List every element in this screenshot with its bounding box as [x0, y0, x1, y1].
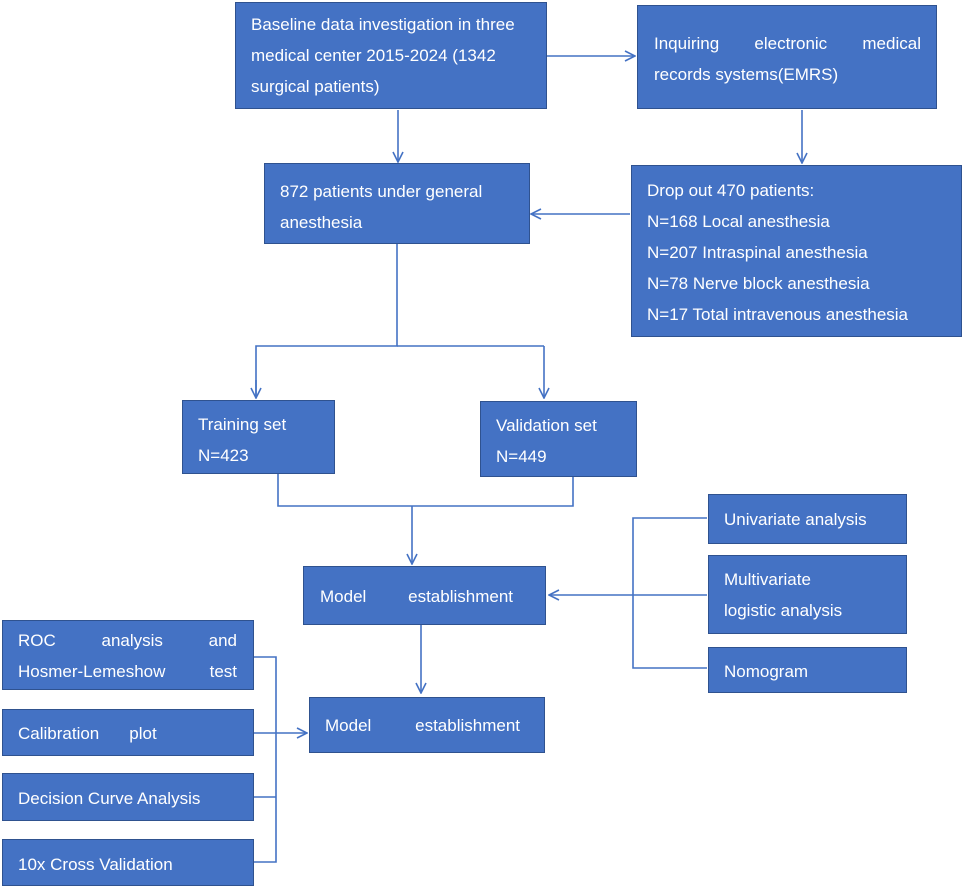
multivariate-line-2: logistic analysis: [724, 601, 843, 620]
validation-set-box: Validation set N=449: [480, 401, 637, 477]
multivariate-box: Multivariate logistic analysis: [708, 555, 907, 634]
dropout-item: N=207 Intraspinal anesthesia: [647, 243, 868, 262]
dropout-item: N=17 Total intravenous anesthesia: [647, 305, 909, 324]
roc-line-1: ROC analysis and: [18, 631, 237, 650]
emrs-line-1: Inquiring electronic medical: [654, 34, 921, 53]
univariate-box: Univariate analysis: [708, 494, 907, 544]
general-line-1: 872 patients under general: [280, 182, 483, 201]
model-establishment-box-2: Model establishment: [309, 697, 545, 753]
merge-line: [277, 474, 574, 507]
baseline-box: Baseline data investigation in three med…: [235, 2, 547, 109]
dropout-title: Drop out 470 patients:: [647, 181, 815, 200]
model-establishment-box-1: Model establishment: [303, 566, 546, 625]
general-line-2: anesthesia: [280, 213, 363, 232]
decision-curve-label: Decision Curve Analysis: [18, 789, 201, 808]
baseline-line-1: Baseline data investigation in three: [251, 15, 515, 34]
nomogram-box: Nomogram: [708, 647, 907, 693]
cross-validation-box: 10x Cross Validation: [2, 839, 254, 886]
model-2-label: Model establishment: [325, 716, 520, 735]
training-set-box: Training set N=423: [182, 400, 335, 474]
emrs-box: Inquiring electronic medical records sys…: [637, 5, 937, 109]
validation-count: N=449: [496, 447, 547, 466]
dropout-item: N=168 Local anesthesia: [647, 212, 830, 231]
baseline-line-2: medical center 2015-2024 (1342: [251, 46, 496, 65]
model-1-label: Model establishment: [320, 587, 513, 606]
training-label: Training set: [198, 415, 287, 434]
cross-validation-label: 10x Cross Validation: [18, 855, 173, 874]
univariate-label: Univariate analysis: [724, 510, 867, 529]
roc-line-2: Hosmer-Lemeshow test: [18, 662, 237, 681]
analysis-bracket: [632, 517, 707, 669]
nomogram-label: Nomogram: [724, 662, 809, 681]
roc-box: ROC analysis and Hosmer-Lemeshow test: [2, 620, 254, 690]
training-count: N=423: [198, 446, 249, 465]
baseline-line-3: surgical patients): [251, 77, 380, 96]
multivariate-line-1: Multivariate: [724, 570, 811, 589]
decision-curve-box: Decision Curve Analysis: [2, 773, 254, 821]
emrs-line-2: records systems(EMRS): [654, 65, 839, 84]
general-anesthesia-box: 872 patients under general anesthesia: [264, 163, 530, 244]
split-line: [255, 244, 398, 397]
dropout-box: Drop out 470 patients: N=168 Local anest…: [631, 165, 962, 337]
validation-label: Validation set: [496, 416, 597, 435]
dropout-item: N=78 Nerve block anesthesia: [647, 274, 870, 293]
validation-bracket: [254, 656, 277, 863]
